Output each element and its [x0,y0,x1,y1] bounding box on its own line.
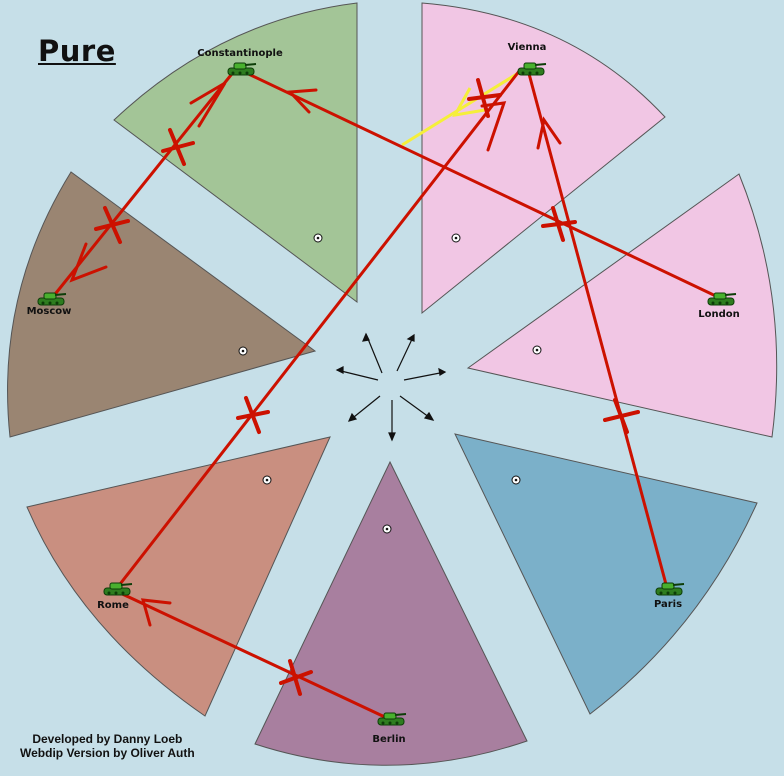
territory-moscow[interactable] [7,171,317,438]
credits-line-2: Webdip Version by Oliver Auth [20,746,195,760]
territory-rome[interactable] [26,436,331,717]
territory-label-berlin: Berlin [372,734,406,745]
failure-mark-moscow-move [161,128,195,166]
failure-mark-london-move [541,206,577,242]
territory-label-moscow: Moscow [26,306,72,317]
center-compass [335,332,447,442]
army-unit-icon[interactable] [103,582,133,596]
credits-line-1: Developed by Danny Loeb [32,732,183,746]
territory-label-vienna: Vienna [507,42,547,53]
failure-mark-vienna-support [467,78,502,118]
failure-mark-constantinople-move [94,206,130,244]
territory-vienna[interactable] [421,2,666,315]
army-unit-icon[interactable] [37,292,67,306]
failure-mark-berlin-move [279,659,313,696]
support-order-london-vienna [401,70,521,147]
failure-markers [94,78,640,696]
territory-label-london: London [698,309,740,320]
failure-mark-rome-move [236,396,270,434]
army-unit-icon[interactable] [377,712,407,726]
territory-label-rome: Rome [97,600,129,611]
move-orders [50,68,722,720]
territory-london[interactable] [466,173,778,438]
army-unit-icon[interactable] [517,62,547,76]
territory-constantinople[interactable] [113,2,358,303]
territory-label-paris: Paris [653,599,683,610]
credits: Developed by Danny Loeb Webdip Version b… [20,732,195,760]
territory-paris[interactable] [454,433,758,715]
army-unit-icon[interactable] [707,292,737,306]
failure-mark-paris-move [603,398,640,434]
units [37,62,737,726]
map-title: Pure [38,34,116,68]
army-unit-icon[interactable] [227,62,257,76]
army-unit-icon[interactable] [655,582,685,596]
territory-label-constantinople: Constantinople [197,48,283,59]
